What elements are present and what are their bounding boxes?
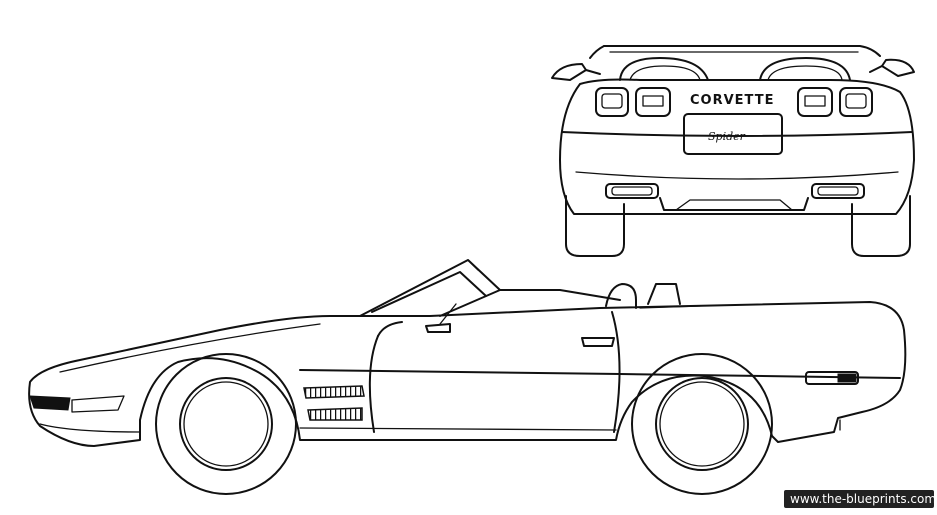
rear-left-tail-lights [595, 87, 671, 117]
right-mirror [869, 58, 915, 77]
rear-wheel [631, 353, 773, 495]
watermark-text: www.the-blueprints.com [790, 492, 936, 506]
corvette-badge: CORVETTE [690, 93, 774, 108]
side-view-drawing [28, 259, 907, 495]
front-bumper [29, 395, 141, 433]
rear-right-tail-lights [797, 87, 873, 117]
rear-exhaust-right [811, 183, 865, 199]
watermark: www.the-blueprints.com [784, 490, 936, 508]
rear-exhaust-left [605, 183, 659, 199]
door-handle [581, 337, 615, 347]
cockpit-seats [499, 283, 701, 309]
rear-view-drawing: CORVETTE Spider [551, 45, 915, 257]
license-plate-text: Spider [708, 130, 746, 143]
rear-side-marker [805, 371, 859, 385]
front-wheel [155, 353, 297, 495]
door [368, 311, 621, 433]
rear-tire-left [565, 195, 625, 257]
windshield [359, 259, 501, 317]
license-plate: Spider [683, 113, 783, 155]
left-mirror [551, 63, 601, 81]
side-mirror [425, 303, 457, 333]
rear-tire-right [851, 195, 911, 257]
front-fender-vents [303, 385, 365, 421]
